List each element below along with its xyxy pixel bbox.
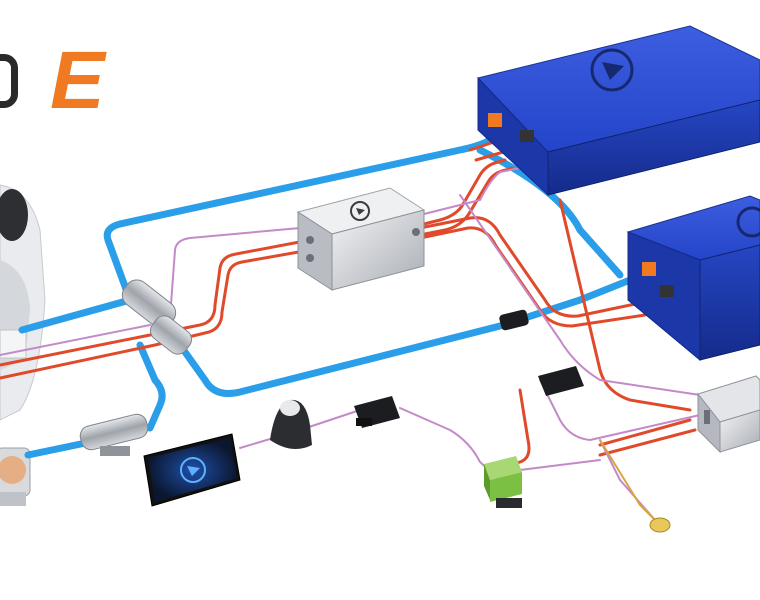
logo-letter-e: E: [50, 35, 105, 126]
brand-triangle-icon: [350, 201, 370, 221]
motor-controller: [697, 375, 760, 454]
water-pump: [79, 413, 149, 456]
temperature-sensor: [599, 439, 671, 533]
brand-triangle-icon: [590, 48, 634, 92]
battery-pack-2: [626, 195, 760, 362]
charger-module: [484, 456, 522, 508]
coolant-loop: [18, 136, 634, 459]
brand-triangle-icon: [736, 206, 760, 238]
throttle-control: [270, 399, 312, 449]
dashboard-display: [143, 433, 241, 507]
inline-connector: [499, 309, 529, 331]
brand-logo: E: [0, 40, 160, 122]
motor-unit: [0, 184, 46, 421]
battery-pack-1: [477, 25, 760, 197]
logo-letter-o: [0, 54, 18, 108]
battery-terminal: [642, 262, 656, 276]
heat-exchanger: [121, 279, 193, 355]
connector-module-2: [538, 366, 584, 396]
connector-module-1: [354, 396, 400, 428]
power-distribution-unit: [296, 187, 426, 291]
signal-wires: [0, 159, 701, 521]
coolant-reservoir: [0, 447, 31, 506]
brand-triangle-icon: [180, 457, 206, 483]
battery-terminal: [488, 113, 502, 127]
